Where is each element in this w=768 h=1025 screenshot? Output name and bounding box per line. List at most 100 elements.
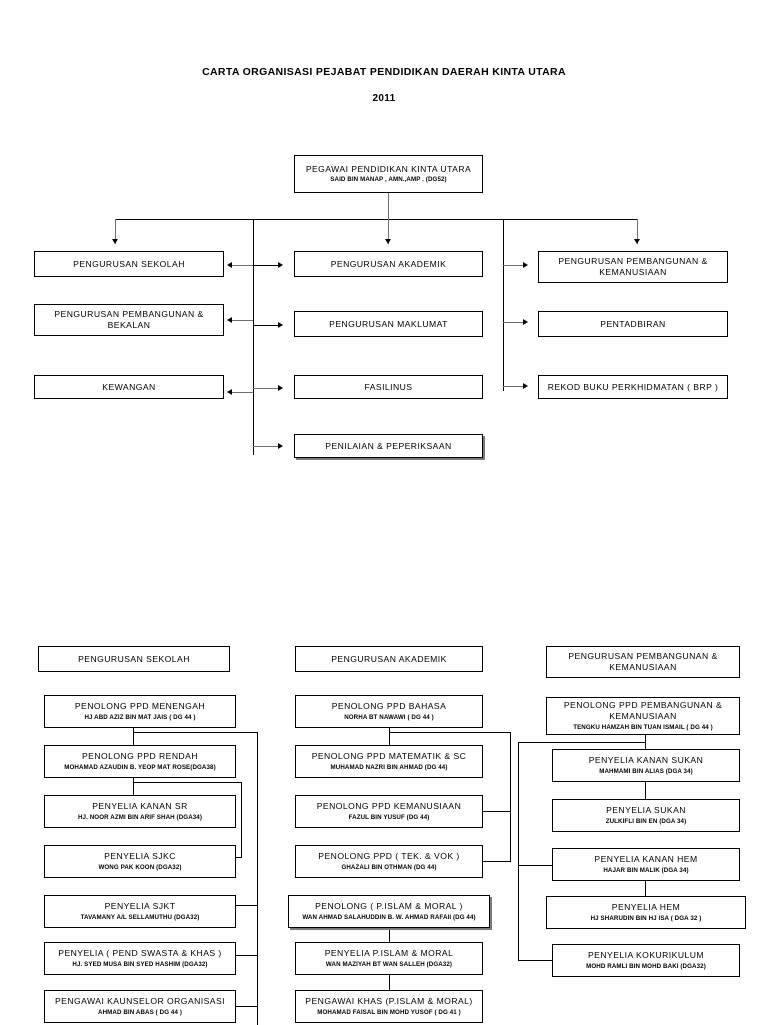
org-node-penyelia-kanan-hem: PENYELIA KANAN HEM HAJAR BIN MALIK (DGA … bbox=[552, 848, 740, 881]
org-node-title: PENTADBIRAN bbox=[600, 318, 666, 329]
connector-left-1 bbox=[232, 265, 253, 267]
org-node-subtitle: WAN MAZIYAH BT WAN SALLEH (DGA32) bbox=[325, 960, 453, 968]
org-node-subtitle: MOHD RAMLI BIN MOHD BAKI (DGA32) bbox=[586, 962, 706, 970]
arrowhead-center-icon bbox=[384, 239, 391, 244]
org-node-title: PENOLONG PPD RENDAH bbox=[82, 751, 198, 762]
org-node-title: PENOLONG PPD PEMBANGUNAN & KEMANUSIAAN bbox=[563, 700, 723, 722]
org-node-title: PENOLONG PPD KEMANUSIAAN bbox=[316, 801, 462, 812]
org-node-title: PENGAWAI KHAS (P.ISLAM & MORAL) bbox=[305, 996, 473, 1007]
org-node-subtitle: TAVAMANY A/L SELLAMUTHU (DGA32) bbox=[80, 913, 200, 921]
arrowhead-left-1-icon bbox=[227, 261, 232, 268]
org-node-title: PENGURUSAN AKADEMIK bbox=[331, 653, 447, 664]
org-node-subtitle: MOHAMAD AZAUDIN B. YEOP MAT ROSE(DGA38) bbox=[64, 763, 216, 771]
org-node-subtitle: MUHAMAD NAZRI BIN AHMAD (DG 44) bbox=[330, 763, 448, 771]
org-node-title: PENGURUSAN PEMBANGUNAN & KEMANUSIAAN bbox=[558, 256, 708, 277]
org-node-title: FASILINUS bbox=[364, 381, 413, 392]
org-node-penolong-ppd-tek-vok: PENOLONG PPD ( TEK. & VOK ) GHAZALI BIN … bbox=[295, 845, 483, 878]
org-node-title: REKOD BUKU PERKHIDMATAN ( BRP ) bbox=[547, 381, 719, 392]
org-node-penyelia-sjkc: PENYELIA SJKC WONG PAK KOON (DGA32) bbox=[44, 845, 236, 878]
org-node-subtitle: MAHMAMI BIN ALIAS (DGA 34) bbox=[599, 767, 693, 775]
connector-c2-v-b bbox=[389, 928, 391, 942]
connector-c1-h-a bbox=[133, 732, 258, 734]
org-node-rekod-buku-perkhidmatan: REKOD BUKU PERKHIDMATAN ( BRP ) bbox=[538, 375, 728, 399]
org-node-subtitle: HJ. NOOR AZMI BIN ARIF SHAH (DGA34) bbox=[77, 813, 203, 821]
org-node-penolong-ppd-menengah: PENOLONG PPD MENENGAH HJ ABD AZIZ BIN MA… bbox=[44, 695, 236, 728]
org-node-penyelia-kanan-sr: PENYELIA KANAN SR HJ. NOOR AZMI BIN ARIF… bbox=[44, 795, 236, 828]
connector-c2-h-kemanusiaan bbox=[483, 811, 510, 813]
org-node-subtitle: WONG PAK KOON (DGA32) bbox=[98, 863, 182, 871]
page-title: CARTA ORGANISASI PEJABAT PENDIDIKAN DAER… bbox=[202, 66, 566, 78]
org-node-penolong-ppd-bahasa: PENOLONG PPD BAHASA NORHA BT NAWAWI ( DG… bbox=[295, 695, 483, 728]
org-node-title: PENOLONG PPD ( TEK. & VOK ) bbox=[318, 851, 460, 862]
org-node-title: PENYELIA KANAN SR bbox=[92, 801, 188, 812]
connector-spine-left bbox=[253, 219, 255, 455]
connector-center-4 bbox=[253, 446, 279, 448]
connector-drop-center bbox=[388, 219, 390, 244]
org-node-subtitle: MOHAMAD FAISAL BIN MOHD YUSOF ( DG 41 ) bbox=[317, 1008, 461, 1016]
arrowhead-center-2-icon bbox=[278, 321, 283, 328]
org-node-penyelia-p-islam-moral: PENYELIA P.ISLAM & MORAL WAN MAZIYAH BT … bbox=[295, 942, 483, 975]
arrowhead-left-3-icon bbox=[227, 388, 232, 395]
org-node-fasilinus: FASILINUS bbox=[294, 375, 483, 399]
connector-left-3 bbox=[232, 392, 253, 394]
org-header-pengurusan-akademik: PENGURUSAN AKADEMIK bbox=[295, 646, 483, 672]
org-node-title: PENYELIA KANAN HEM bbox=[594, 854, 698, 865]
connector-c3-h-top bbox=[518, 742, 646, 744]
org-node-pengurusan-maklumat: PENGURUSAN MAKLUMAT bbox=[294, 311, 483, 337]
connector-c1-bus-b bbox=[241, 782, 243, 857]
org-node-penyelia-kanan-sukan: PENYELIA KANAN SUKAN MAHMAMI BIN ALIAS (… bbox=[552, 749, 740, 782]
org-node-title: PENILAIAN & PEPERIKSAAN bbox=[325, 440, 452, 451]
org-node-subtitle: FAZUL BIN YUSUF (DG 44) bbox=[348, 813, 430, 821]
connector-c1-bus-c bbox=[257, 905, 259, 1025]
org-node-kewangan: KEWANGAN bbox=[34, 375, 224, 399]
org-node-penyelia-hem: PENYELIA HEM HJ SHARUDIN BIN HJ ISA ( DG… bbox=[546, 896, 746, 929]
connector-c3-v-hem bbox=[645, 881, 647, 896]
arrowhead-left-icon bbox=[111, 239, 118, 244]
connector-c3-h-koku bbox=[518, 960, 552, 962]
connector-c1-v-a bbox=[133, 728, 135, 745]
connector-c1-h-b bbox=[133, 782, 242, 784]
connector-c2-h-a bbox=[389, 732, 511, 734]
org-node-title: PENGURUSAN PEMBANGUNAN & KEMANUSIAAN bbox=[568, 651, 718, 672]
connector-right-3 bbox=[503, 386, 524, 388]
org-node-title: PENGURUSAN PEMBANGUNAN & BEKALAN bbox=[54, 309, 204, 330]
connector-c3-bus-b bbox=[518, 865, 520, 961]
org-node-subtitle: SAID BIN MANAP , AMN.,AMP . (DG52) bbox=[330, 176, 447, 184]
org-node-penilaian-peperiksaan: PENILAIAN & PEPERIKSAAN bbox=[294, 434, 483, 458]
org-node-title: PENYELIA KANAN SUKAN bbox=[588, 755, 704, 766]
arrowhead-left-2-icon bbox=[227, 316, 232, 323]
org-node-penyelia-sjkt: PENYELIA SJKT TAVAMANY A/L SELLAMUTHU (D… bbox=[44, 895, 236, 928]
connector-root-trunk bbox=[388, 193, 390, 219]
org-node-title: PENGURUSAN SEKOLAH bbox=[78, 653, 190, 664]
connector-left-2 bbox=[232, 320, 253, 322]
org-node-subtitle: HJ SHARUDIN BIN HJ ISA ( DGA 32 ) bbox=[590, 914, 702, 922]
connector-c2-v-a bbox=[389, 728, 391, 745]
arrowhead-center-3-icon bbox=[278, 384, 283, 391]
connector-right-1 bbox=[503, 265, 524, 267]
connector-drop-left bbox=[115, 219, 117, 244]
org-node-pengurusan-akademik: PENGURUSAN AKADEMIK bbox=[294, 251, 483, 277]
org-node-penolong-ppd-matematik-sc: PENOLONG PPD MATEMATIK & SC MUHAMAD NAZR… bbox=[295, 745, 483, 778]
org-node-subtitle: HJ. SYED MUSA BIN SYED HASHIM (DGA32) bbox=[72, 960, 208, 968]
connector-c1-h-sjkt bbox=[236, 905, 258, 907]
org-node-title: PENGURUSAN MAKLUMAT bbox=[329, 318, 448, 329]
connector-c2-bus-a bbox=[510, 732, 512, 862]
connector-c1-v-b bbox=[133, 778, 135, 795]
org-node-penolong-ppd-pembangunan-kemanusiaan: PENOLONG PPD PEMBANGUNAN & KEMANUSIAAN T… bbox=[546, 697, 740, 735]
org-node-pentadbiran: PENTADBIRAN bbox=[538, 311, 728, 337]
org-node-pengurusan-pembangunan-bekalan: PENGURUSAN PEMBANGUNAN & BEKALAN bbox=[34, 304, 224, 336]
connector-top-bus bbox=[115, 219, 638, 221]
org-node-penolong-ppd-rendah: PENOLONG PPD RENDAH MOHAMAD AZAUDIN B. Y… bbox=[44, 745, 236, 778]
org-node-subtitle: NORHA BT NAWAWI ( DG 44 ) bbox=[344, 713, 434, 721]
arrowhead-right-2-icon bbox=[523, 318, 528, 325]
connector-c1-h-swasta bbox=[236, 955, 258, 957]
org-node-penyelia-sukan: PENYELIA SUKAN ZULKIFLI BIN EN (DGA 34) bbox=[552, 799, 740, 832]
org-node-title: PENYELIA SJKC bbox=[104, 851, 176, 862]
org-node-title: PENYELIA HEM bbox=[611, 902, 681, 913]
connector-c1-h-kaunselor bbox=[236, 1006, 258, 1008]
org-node-title: PENGAWAI KAUNSELOR ORGANISASI bbox=[55, 996, 225, 1007]
org-node-title: PENYELIA KOKURIKULUM bbox=[588, 950, 704, 961]
org-node-penyelia-pend-swasta-khas: PENYELIA ( PEND SWASTA & KHAS ) HJ. SYED… bbox=[44, 942, 236, 975]
org-node-title: PENOLONG ( P.ISLAM & MORAL ) bbox=[315, 901, 463, 912]
connector-c3-bus-a bbox=[518, 742, 520, 867]
